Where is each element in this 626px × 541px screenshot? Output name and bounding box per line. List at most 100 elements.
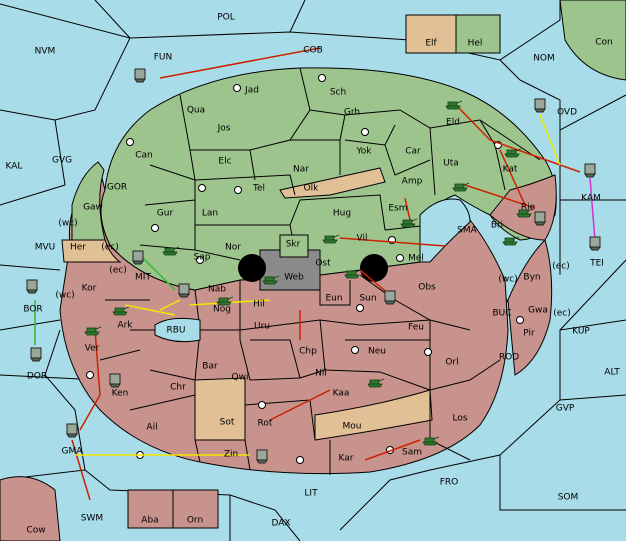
label-cow: Cow bbox=[26, 526, 45, 536]
label-feu: Feu bbox=[408, 323, 424, 333]
army-unit-uta[interactable] bbox=[452, 182, 470, 192]
fleet-unit-ovd[interactable] bbox=[534, 98, 546, 113]
army-unit-esm[interactable] bbox=[400, 218, 418, 228]
label-hug: Hug bbox=[333, 209, 351, 219]
army-unit-bri[interactable] bbox=[502, 236, 520, 246]
label-ail: Ail bbox=[146, 423, 157, 433]
label-chp: Chp bbox=[299, 347, 317, 357]
label-ec4: (ec) bbox=[553, 309, 571, 319]
territory-pir bbox=[507, 239, 553, 376]
label-byn: Byn bbox=[523, 273, 540, 283]
label-los: Los bbox=[452, 414, 467, 424]
label-nor: Nor bbox=[225, 243, 241, 253]
fleet-unit-mit[interactable] bbox=[132, 250, 144, 265]
fleet-unit-sun[interactable] bbox=[384, 290, 396, 305]
territory-elf bbox=[405, 14, 457, 54]
army-unit-hil[interactable] bbox=[216, 296, 234, 306]
label-con: Con bbox=[595, 38, 613, 48]
label-elc: Elc bbox=[218, 157, 231, 167]
territory-her bbox=[61, 239, 122, 263]
label-orn: Orn bbox=[187, 516, 203, 526]
label-sch: Sch bbox=[330, 88, 346, 98]
label-skr: Skr bbox=[286, 240, 301, 250]
label-sam: Sam bbox=[402, 448, 422, 458]
label-kam: KAM bbox=[581, 194, 601, 204]
label-esm: Esm bbox=[388, 204, 407, 214]
fleet-unit-zin[interactable] bbox=[256, 449, 268, 464]
territory-gaw bbox=[71, 161, 106, 241]
fleet-unit-fun[interactable] bbox=[134, 68, 146, 83]
label-can: Can bbox=[135, 151, 153, 161]
label-kar: Kar bbox=[339, 454, 354, 464]
label-kup: KUP bbox=[572, 327, 590, 337]
fleet-unit-bor[interactable] bbox=[26, 279, 38, 294]
label-gaw: Gaw bbox=[83, 203, 103, 213]
label-her: Her bbox=[70, 243, 86, 253]
label-kor: Kor bbox=[82, 284, 97, 294]
army-unit-ver[interactable] bbox=[84, 326, 102, 336]
label-mou: Mou bbox=[343, 422, 362, 432]
label-ost: Ost bbox=[315, 259, 331, 269]
label-alt: ALT bbox=[604, 368, 620, 378]
army-unit-vil[interactable] bbox=[322, 234, 340, 244]
army-unit-eld[interactable] bbox=[445, 100, 463, 110]
supply-centers bbox=[86, 74, 524, 464]
label-kat: Kat bbox=[503, 165, 518, 175]
label-wc3: (wc) bbox=[55, 291, 74, 301]
label-ec1: (ec) bbox=[101, 243, 119, 253]
label-wc1: (wc) bbox=[58, 219, 77, 229]
territory-skr bbox=[279, 234, 309, 258]
label-lit: LIT bbox=[304, 489, 318, 499]
label-kal: KAL bbox=[6, 162, 23, 172]
army-unit-web[interactable] bbox=[262, 275, 280, 285]
fleet-unit-tei[interactable] bbox=[589, 236, 601, 251]
army-unit-rie[interactable] bbox=[516, 208, 534, 218]
territory-olk bbox=[279, 167, 386, 199]
label-aba: Aba bbox=[141, 516, 158, 526]
label-tei: TEI bbox=[589, 259, 604, 269]
label-nar: Nar bbox=[293, 165, 309, 175]
territory-mou bbox=[314, 389, 433, 441]
army-unit-ark[interactable] bbox=[112, 306, 130, 316]
label-olk: Olk bbox=[304, 184, 320, 194]
army-unit-kat[interactable] bbox=[504, 148, 522, 158]
army-unit-sam[interactable] bbox=[422, 436, 440, 446]
label-fun: FUN bbox=[154, 53, 173, 63]
label-bor: BOR bbox=[23, 305, 42, 315]
fleet-unit-gma[interactable] bbox=[66, 423, 78, 438]
army-unit-sap[interactable] bbox=[162, 246, 180, 256]
territory-orn bbox=[172, 489, 219, 529]
sea-rbu bbox=[154, 317, 201, 343]
fleet-unit-bri[interactable] bbox=[534, 211, 546, 226]
label-grh: Grh bbox=[344, 108, 360, 118]
label-bri: Bri bbox=[491, 221, 503, 231]
label-chr: Chr bbox=[170, 383, 186, 393]
fleet-unit-kam[interactable] bbox=[584, 163, 596, 178]
label-gor: GOR bbox=[107, 183, 127, 193]
label-wc2: (wc) bbox=[498, 275, 517, 285]
label-ec3: (ec) bbox=[552, 262, 570, 272]
label-sma: SMA bbox=[457, 226, 477, 236]
label-gvp: GVP bbox=[556, 404, 575, 414]
label-yok: Yok bbox=[355, 147, 372, 157]
fleet-unit-dor[interactable] bbox=[30, 347, 42, 362]
label-ark: Ark bbox=[117, 321, 133, 331]
label-gvg: GVG bbox=[52, 156, 72, 166]
fleet-unit-nog[interactable] bbox=[178, 283, 190, 298]
orders bbox=[34, 47, 596, 501]
territory-aba bbox=[127, 489, 174, 529]
label-obs: Obs bbox=[418, 283, 436, 293]
label-rie: Rie bbox=[521, 203, 536, 213]
label-eld: Eld bbox=[446, 118, 460, 128]
label-jos: Jos bbox=[217, 124, 231, 134]
army-unit-kaa[interactable] bbox=[367, 378, 385, 388]
fleet-unit-ken[interactable] bbox=[109, 373, 121, 388]
label-nil: Nil bbox=[315, 369, 327, 379]
label-kaa: Kaa bbox=[333, 389, 350, 399]
label-mit: MIT bbox=[135, 273, 151, 283]
sea-sma bbox=[419, 198, 471, 263]
army-unit-ost[interactable] bbox=[344, 269, 362, 279]
label-qwi: Qwi bbox=[232, 373, 249, 383]
label-ver: Ver bbox=[85, 344, 100, 354]
